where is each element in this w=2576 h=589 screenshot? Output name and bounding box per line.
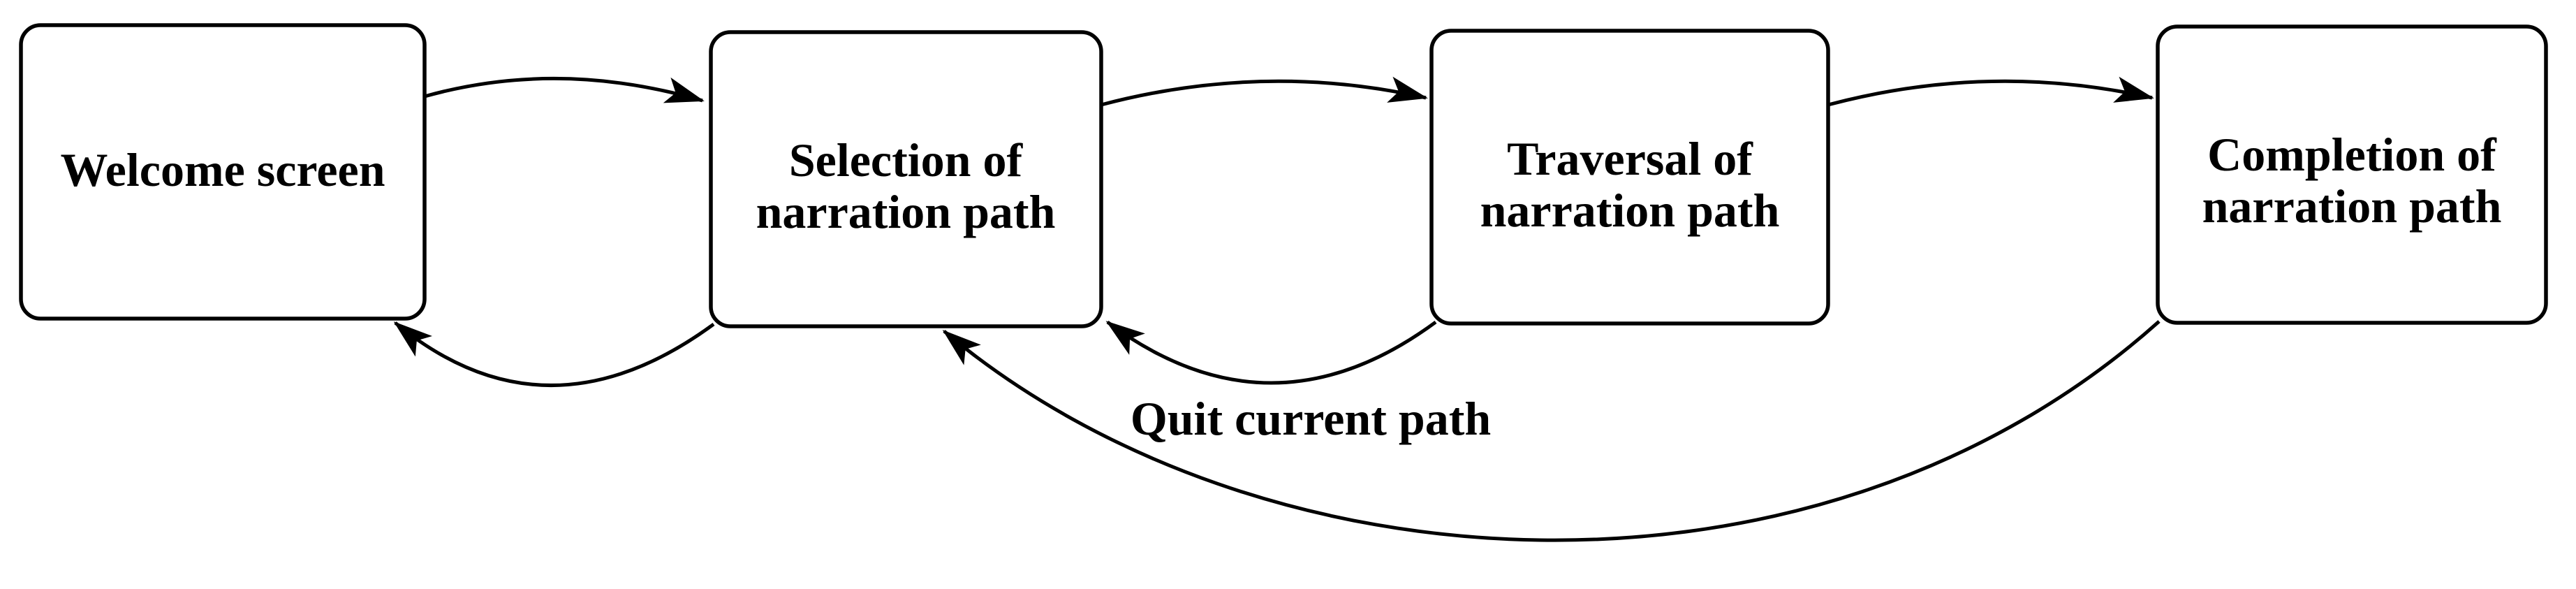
node-completion-label-line2: narration path <box>2202 180 2502 233</box>
node-selection-of-narration-path-box <box>709 30 1103 328</box>
node-traversal-of-narration-path-box <box>1429 29 1830 326</box>
edge-selection-to-welcome <box>393 321 715 387</box>
edge-welcome-to-selection <box>424 76 705 103</box>
edge-selection-to-traversal <box>1101 76 1428 107</box>
node-completion-of-narration-path-box <box>2156 24 2548 325</box>
node-traversal-label-line1: Traversal of <box>1507 132 1753 185</box>
node-selection-label-line2: narration path <box>756 185 1056 238</box>
edge-label-quit-current-path: Quit current path <box>1131 392 1491 445</box>
node-completion-label-line1: Completion of <box>2207 128 2497 181</box>
edge-traversal-to-completion <box>1827 76 2154 107</box>
edge-completion-to-selection <box>942 320 2161 542</box>
node-traversal-label-line2: narration path <box>1480 184 1780 237</box>
edge-traversal-to-selection-quit <box>1105 320 1437 385</box>
node-selection-label-line1: Selection of <box>789 133 1024 187</box>
node-welcome-screen-box <box>19 23 427 321</box>
node-welcome-screen-label: Welcome screen <box>60 143 385 196</box>
